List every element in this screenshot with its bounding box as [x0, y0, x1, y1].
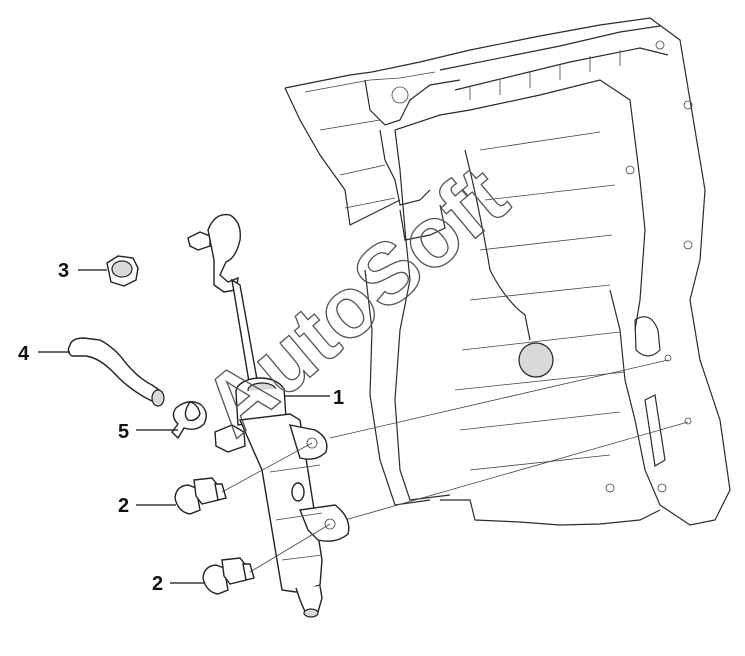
part-5-clip	[171, 401, 207, 440]
callout-3: 3	[58, 260, 69, 282]
part-2-bolt-upper	[174, 477, 227, 515]
callout-2-upper: 2	[118, 495, 129, 517]
pushrod-assembly	[187, 213, 259, 389]
part-4-hose	[67, 337, 165, 407]
callout-2-lower: 2	[152, 573, 163, 595]
leader-lines	[38, 269, 331, 584]
part-1-cylinder	[214, 377, 350, 618]
callout-5: 5	[118, 421, 129, 443]
callout-1: 1	[333, 387, 344, 409]
part-3-nut	[106, 255, 139, 287]
callout-4: 4	[18, 343, 30, 365]
mounting-guide-lines	[329, 359, 689, 521]
part-2-bolt-lower	[202, 557, 255, 595]
